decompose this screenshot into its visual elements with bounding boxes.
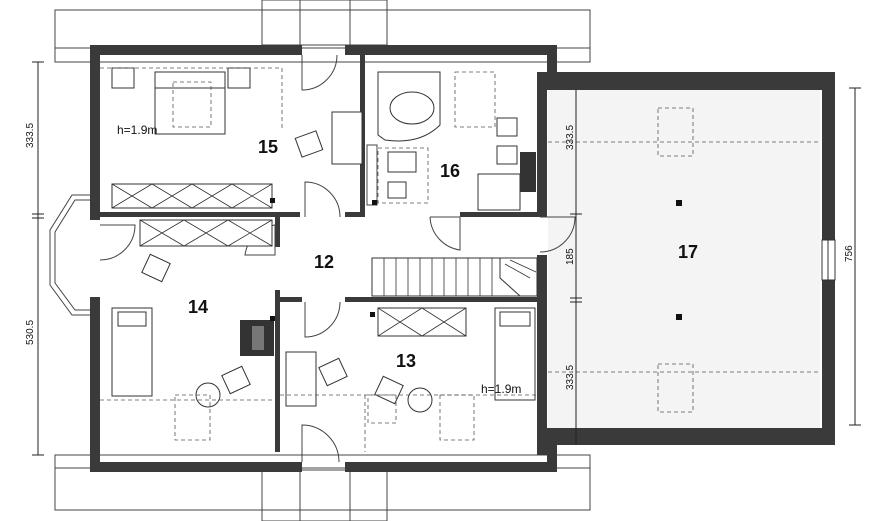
room-label-13: 13 — [396, 351, 416, 371]
walls — [90, 45, 835, 472]
room-label-16: 16 — [440, 161, 460, 181]
dim-mid-top: 333.5 — [565, 125, 576, 150]
dim-right-total: 756 — [844, 245, 855, 262]
dimension-lines — [32, 61, 861, 456]
stairs — [371, 257, 538, 297]
bay-window — [49, 194, 90, 316]
room-13-furniture — [280, 307, 537, 452]
room-15-furniture — [100, 67, 363, 209]
dim-mid-center: 185 — [565, 248, 576, 265]
room-16-fixtures — [366, 71, 536, 211]
height-note-13: h=1.9m — [481, 382, 521, 396]
attic-markers — [548, 107, 820, 413]
dim-mid-bottom: 333.5 — [565, 365, 576, 390]
doors — [99, 54, 576, 463]
dim-left-bottom: 530.5 — [25, 320, 36, 345]
room-label-14: 14 — [188, 297, 208, 317]
room-14-furniture — [100, 219, 275, 441]
height-note-15: h=1.9m — [117, 123, 157, 137]
room-label-17: 17 — [678, 242, 698, 262]
room-label-12: 12 — [314, 252, 334, 272]
room-label-15: 15 — [258, 137, 278, 157]
dim-left-top: 333.5 — [25, 123, 36, 148]
